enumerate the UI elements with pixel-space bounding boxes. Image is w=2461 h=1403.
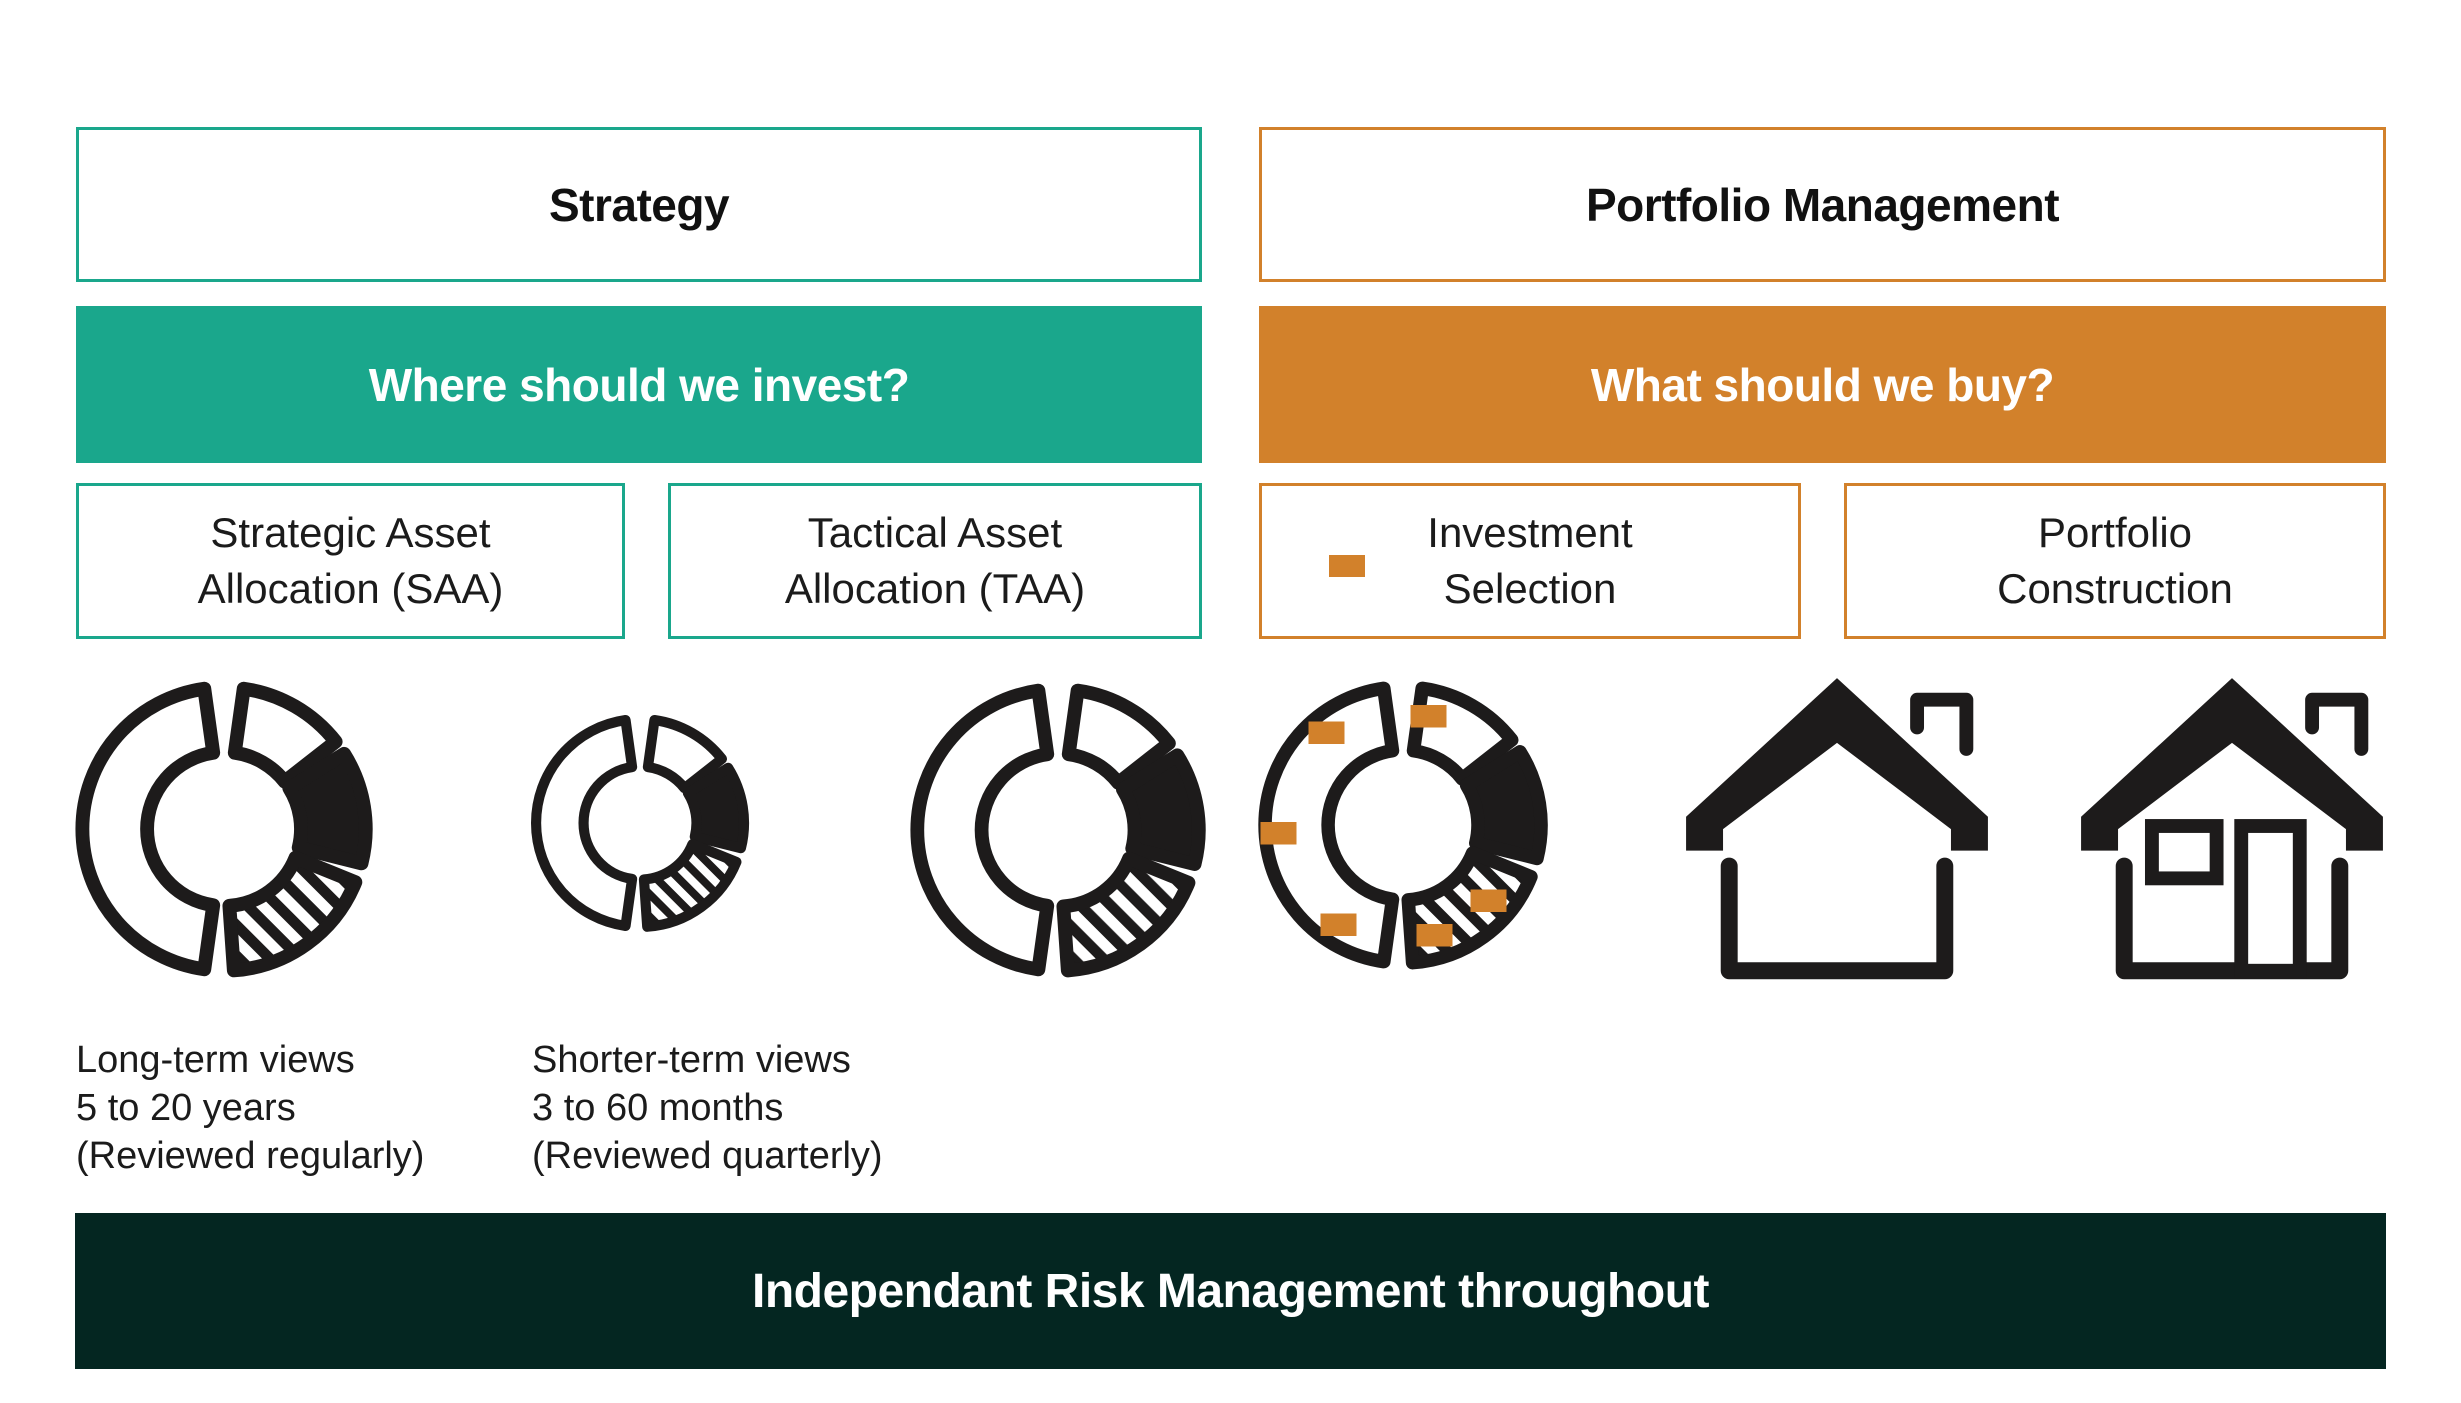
portfolio-management-header-box: Portfolio Management [1259, 127, 2386, 282]
taa-allocation-donut-icon [905, 677, 1211, 983]
long-term-caption: Long-term views 5 to 20 years (Reviewed … [76, 1036, 424, 1180]
risk-management-footer-banner: Independant Risk Management throughout [75, 1213, 2386, 1369]
portfolio-construction-line1: Portfolio [2037, 509, 2193, 556]
taa-label-line2: Allocation (TAA) [784, 565, 1086, 612]
portfolio-house-window-door-icon [2078, 672, 2386, 980]
portfolio-house-icon [1683, 672, 1991, 980]
shorter-term-caption-line3: (Reviewed quarterly) [532, 1135, 883, 1177]
saa-label-line1: Strategic Asset [210, 509, 491, 556]
shorter-term-caption: Shorter-term views 3 to 60 months (Revie… [532, 1036, 883, 1180]
long-term-caption-line1: Long-term views [76, 1039, 355, 1081]
strategy-question-banner: Where should we invest? [76, 306, 1202, 463]
shorter-term-caption-line2: 3 to 60 months [532, 1087, 784, 1129]
strategy-header-label: Strategy [548, 178, 730, 231]
saa-label-line2: Allocation (SAA) [197, 565, 504, 612]
strategy-question-label: Where should we invest? [368, 358, 910, 411]
portfolio-construction-line2: Construction [1997, 565, 2233, 612]
investment-selection-line1: Investment [1427, 509, 1633, 556]
taa-label-line1: Tactical Asset [807, 509, 1063, 556]
risk-management-footer-label: Independant Risk Management throughout [751, 1264, 1710, 1318]
portfolio-question-label: What should we buy? [1590, 358, 2055, 411]
investment-selection-donut-orange-markers-icon [1253, 675, 1553, 975]
orange-square-marker [1329, 555, 1365, 577]
investment-selection-line2: Selection [1443, 565, 1617, 612]
saa-box: Strategic Asset Allocation (SAA) [76, 483, 625, 639]
portfolio-construction-box: Portfolio Construction [1844, 483, 2386, 639]
strategy-header-box: Strategy [76, 127, 1202, 282]
long-term-caption-line2: 5 to 20 years [76, 1087, 296, 1129]
taa-box: Tactical Asset Allocation (TAA) [668, 483, 1202, 639]
long-term-caption-line3: (Reviewed regularly) [76, 1135, 425, 1177]
taa-allocation-donut-small-icon [527, 710, 753, 936]
shorter-term-caption-line1: Shorter-term views [532, 1039, 851, 1081]
saa-allocation-donut-icon [70, 675, 378, 983]
portfolio-management-header-label: Portfolio Management [1585, 178, 2060, 231]
investment-selection-box: Investment Selection [1259, 483, 1801, 639]
portfolio-question-banner: What should we buy? [1259, 306, 2386, 463]
